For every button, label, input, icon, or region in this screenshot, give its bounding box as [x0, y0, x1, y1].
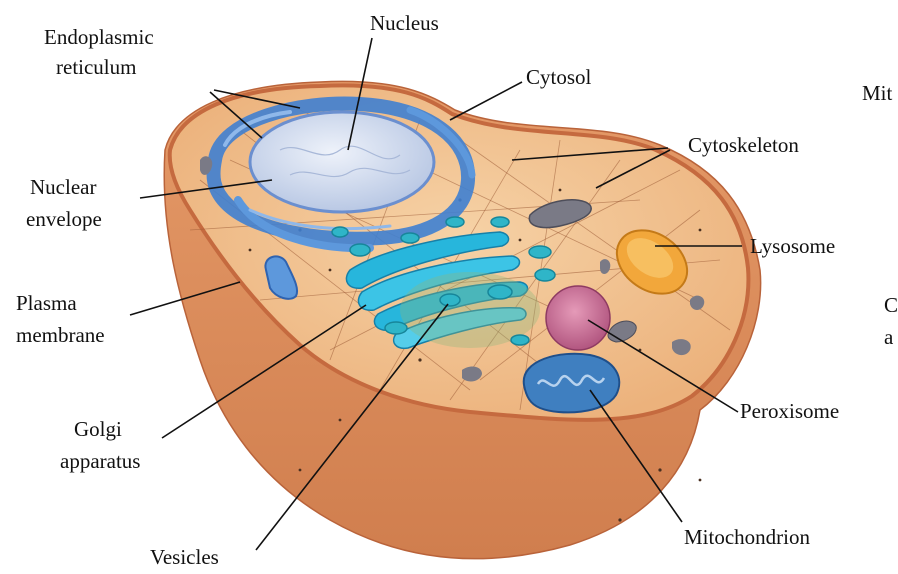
- label-plasma-membrane-line1: Plasma: [16, 291, 77, 315]
- label-nucleus: Nucleus: [370, 11, 439, 35]
- label-golgi-apparatus-line2: apparatus: [60, 449, 140, 473]
- mitochondrion: [524, 354, 620, 413]
- label-nuclear-envelope-line1: Nuclear: [30, 175, 96, 199]
- label-plasma-membrane-line2: membrane: [16, 323, 105, 347]
- label-peroxisome: Peroxisome: [740, 399, 839, 423]
- label-lysosome: Lysosome: [750, 234, 835, 258]
- label-vesicles: Vesicles: [150, 545, 219, 569]
- label-cytosol: Cytosol: [526, 65, 592, 89]
- label-nuclear-envelope-line2: envelope: [26, 207, 102, 231]
- label-cutoff-top-right: Mit: [862, 81, 893, 105]
- label-mitochondrion: Mitochondrion: [684, 525, 810, 549]
- label-golgi-apparatus-line1: Golgi: [74, 417, 122, 441]
- label-cytoskeleton: Cytoskeleton: [688, 133, 799, 157]
- label-cutoff-mid-right-line1: C: [884, 293, 898, 317]
- peroxisome: [546, 286, 610, 350]
- label-cutoff-mid-right-line2: a: [884, 325, 894, 349]
- label-endoplasmic-reticulum-line1: Endoplasmic: [44, 25, 154, 49]
- label-endoplasmic-reticulum-line2: reticulum: [56, 55, 136, 79]
- nucleus: [250, 112, 434, 212]
